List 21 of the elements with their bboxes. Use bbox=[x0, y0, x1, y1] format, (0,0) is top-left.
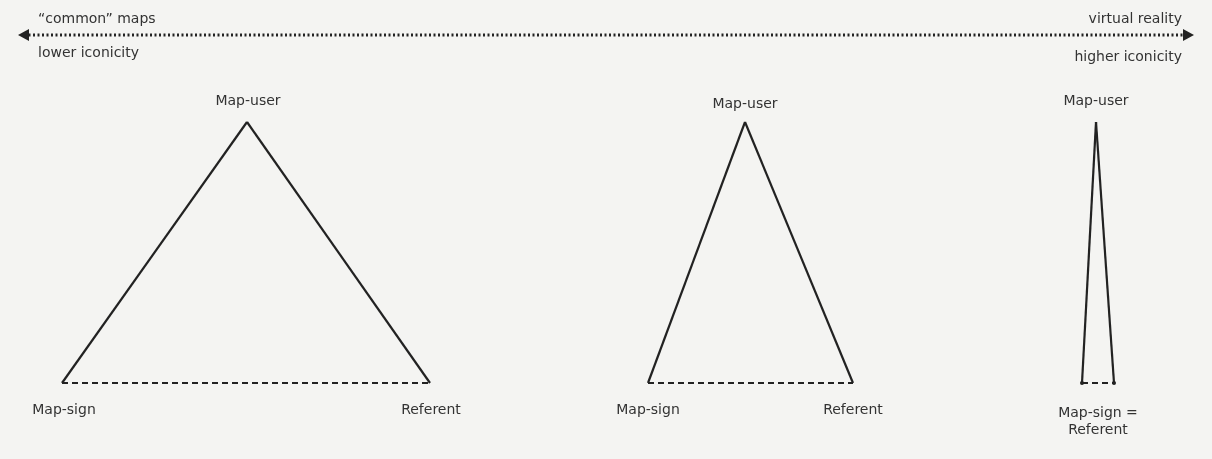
triangle-side bbox=[646, 121, 747, 384]
vertex-label: Map-sign = Referent bbox=[1058, 404, 1138, 438]
vertex-label: Referent bbox=[818, 383, 888, 417]
vertex-label: Map-sign bbox=[610, 383, 686, 417]
dashed-line bbox=[648, 381, 853, 385]
triangle-side bbox=[1094, 121, 1116, 384]
scale-end-label: virtual reality bbox=[1088, 10, 1182, 26]
triangle-side bbox=[246, 121, 431, 384]
scale-end-label: “common” maps bbox=[38, 10, 156, 26]
scale-end-label: lower iconicity bbox=[38, 44, 139, 60]
vertex-label: Map-sign bbox=[26, 383, 102, 417]
vertex-label: Map-user bbox=[1060, 92, 1132, 122]
scale-end-label: higher iconicity bbox=[1074, 48, 1182, 64]
vertex-label: Referent bbox=[396, 383, 466, 417]
corner-point bbox=[1080, 381, 1084, 385]
triangle-side bbox=[744, 121, 854, 384]
dashed-line bbox=[62, 381, 430, 385]
corner-point bbox=[1112, 381, 1116, 385]
triangle-side bbox=[61, 121, 248, 384]
vertex-label: Map-user bbox=[212, 92, 284, 122]
vertex-label: Map-user bbox=[709, 95, 781, 122]
